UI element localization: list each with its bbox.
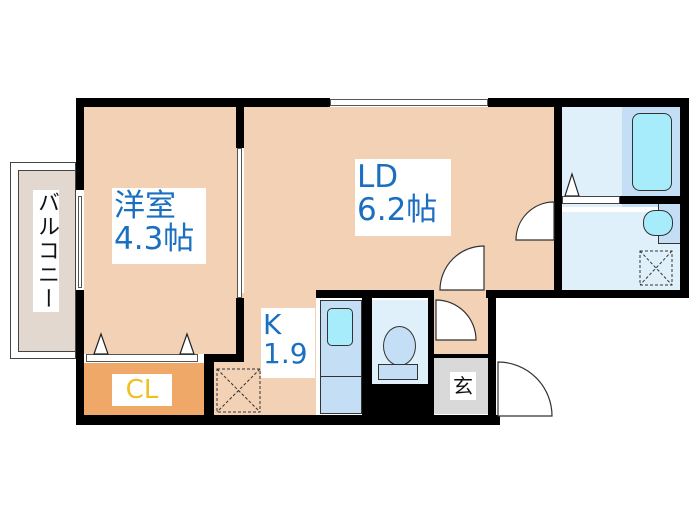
wall-western-bottom bbox=[204, 354, 214, 424]
sliding-door-western bbox=[237, 148, 242, 298]
kitchen-name: K bbox=[263, 308, 282, 341]
floor-storage-icon bbox=[216, 368, 261, 413]
fridge-fixture-icon bbox=[327, 308, 353, 346]
wall-left-upper bbox=[76, 98, 84, 190]
wall-western-ld bbox=[236, 98, 244, 148]
wall-bath-left bbox=[554, 98, 562, 298]
wall-entrance-divider bbox=[434, 354, 488, 358]
wall-left-lower bbox=[76, 290, 84, 425]
wall-top-left bbox=[76, 98, 330, 107]
window-left bbox=[78, 196, 82, 288]
door-swing-entrance-icon bbox=[497, 361, 553, 417]
wall-ld-bottom bbox=[316, 290, 434, 298]
wall-bottom-left bbox=[76, 415, 500, 425]
western-room-name: 洋室 bbox=[114, 188, 176, 224]
wall-ld-bottom-right bbox=[486, 290, 562, 298]
wall-toilet-bottom bbox=[372, 384, 432, 418]
western-room-size: 4.3帖 bbox=[114, 220, 195, 257]
wall-bath-right bbox=[680, 98, 689, 298]
closet-door-marks-icon bbox=[93, 332, 195, 355]
kitchen-size: 1.9 bbox=[263, 337, 308, 371]
fridge-divider bbox=[320, 376, 362, 377]
door-swing-ld-icon bbox=[439, 245, 485, 291]
entrance-label: 玄 bbox=[450, 372, 476, 400]
laundry-space-icon bbox=[639, 250, 673, 286]
ld-name: LD bbox=[357, 159, 399, 195]
wall-western-corner bbox=[204, 354, 244, 362]
ld-label: LD 6.2帖 bbox=[355, 159, 451, 236]
window-top bbox=[330, 99, 488, 106]
wall-top-right bbox=[488, 98, 688, 107]
wall-bath-divider bbox=[620, 196, 682, 204]
wall-fridge-toilet bbox=[362, 298, 372, 418]
closet-label: CL bbox=[112, 374, 172, 406]
wall-entrance-right bbox=[488, 290, 496, 420]
bathtub-icon bbox=[632, 113, 672, 191]
ld-size: 6.2帖 bbox=[357, 191, 438, 228]
toilet-tank-icon bbox=[378, 364, 418, 380]
western-room-label: 洋室 4.3帖 bbox=[112, 188, 206, 264]
balcony-label: バルコニー bbox=[33, 190, 59, 312]
door-swing-bath-icon bbox=[515, 201, 555, 241]
closet-door-rail bbox=[86, 354, 198, 362]
wall-bath-bottom bbox=[554, 290, 689, 298]
kitchen-label: K 1.9 bbox=[261, 308, 315, 378]
wall-western-right-low bbox=[236, 298, 244, 362]
wall-toilet-right bbox=[428, 298, 434, 418]
washbasin-icon bbox=[643, 210, 673, 236]
door-swing-toilet-icon bbox=[435, 299, 477, 341]
bath-door-panel bbox=[562, 196, 620, 204]
toilet-bowl-icon bbox=[383, 326, 416, 366]
